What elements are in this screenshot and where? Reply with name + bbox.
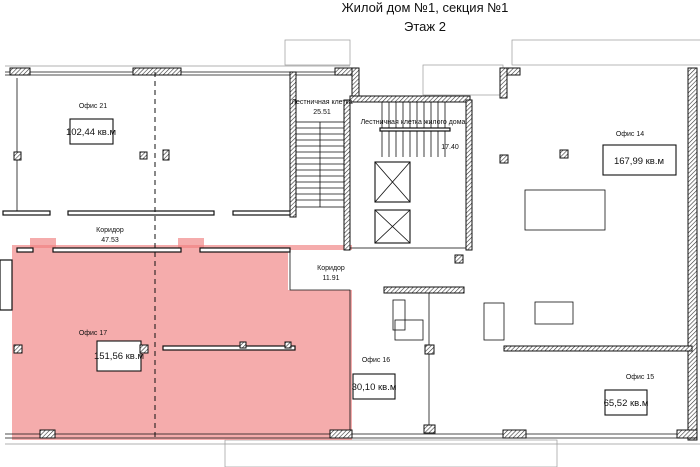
walls <box>0 67 698 441</box>
office-14-name: Офис 14 <box>616 131 644 138</box>
room-office-14[interactable]: Офис 14 167,99 кв.м <box>602 131 677 176</box>
room-office-15[interactable]: Офис 15 65,52 кв.м <box>604 374 655 416</box>
room-stair-1[interactable]: Лестничная клетка 25.51 <box>291 99 352 116</box>
room-stair-2[interactable]: Лестничная клетка жилого дома 17.40 <box>361 119 466 151</box>
floor-label: Этаж 2 <box>404 19 446 34</box>
stair-1-area: 25.51 <box>313 109 331 116</box>
office-14-area: 167,99 кв.м <box>614 156 664 167</box>
stair-2-name: Лестничная клетка жилого дома <box>361 119 466 126</box>
office-15-name: Офис 15 <box>626 374 654 381</box>
office-15-area: 65,52 кв.м <box>604 398 649 409</box>
room-office-21[interactable]: Офис 21 102,44 кв.м <box>66 103 116 145</box>
stair-2-area: 17.40 <box>441 144 459 151</box>
stair-flights <box>295 121 345 208</box>
room-corridor-2[interactable]: Коридор 11.91 <box>317 265 345 282</box>
corridor-2-area: 11.91 <box>323 275 340 282</box>
office-21-name: Офис 21 <box>79 103 107 110</box>
corridor-1-area: 47.53 <box>101 237 119 244</box>
office-16-name: Офис 16 <box>362 357 390 364</box>
plan-title: Жилой дом №1, секция №1 <box>342 0 509 15</box>
room-office-17[interactable]: Офис 17 151,56 кв.м <box>12 238 352 440</box>
room-office-16[interactable]: Офис 16 30,10 кв.м <box>352 357 397 400</box>
corridor-2-name: Коридор <box>317 265 345 272</box>
stair-1-name: Лестничная клетка <box>291 99 352 106</box>
office-17-area: 151,56 кв.м <box>94 351 144 362</box>
office-21-area: 102,44 кв.м <box>66 127 116 138</box>
office-16-area: 30,10 кв.м <box>352 382 397 393</box>
office-17-name: Офис 17 <box>79 330 107 337</box>
room-corridor-1[interactable]: Коридор 47.53 <box>96 227 124 244</box>
balconies <box>5 39 700 467</box>
corridor-1-name: Коридор <box>96 227 124 234</box>
